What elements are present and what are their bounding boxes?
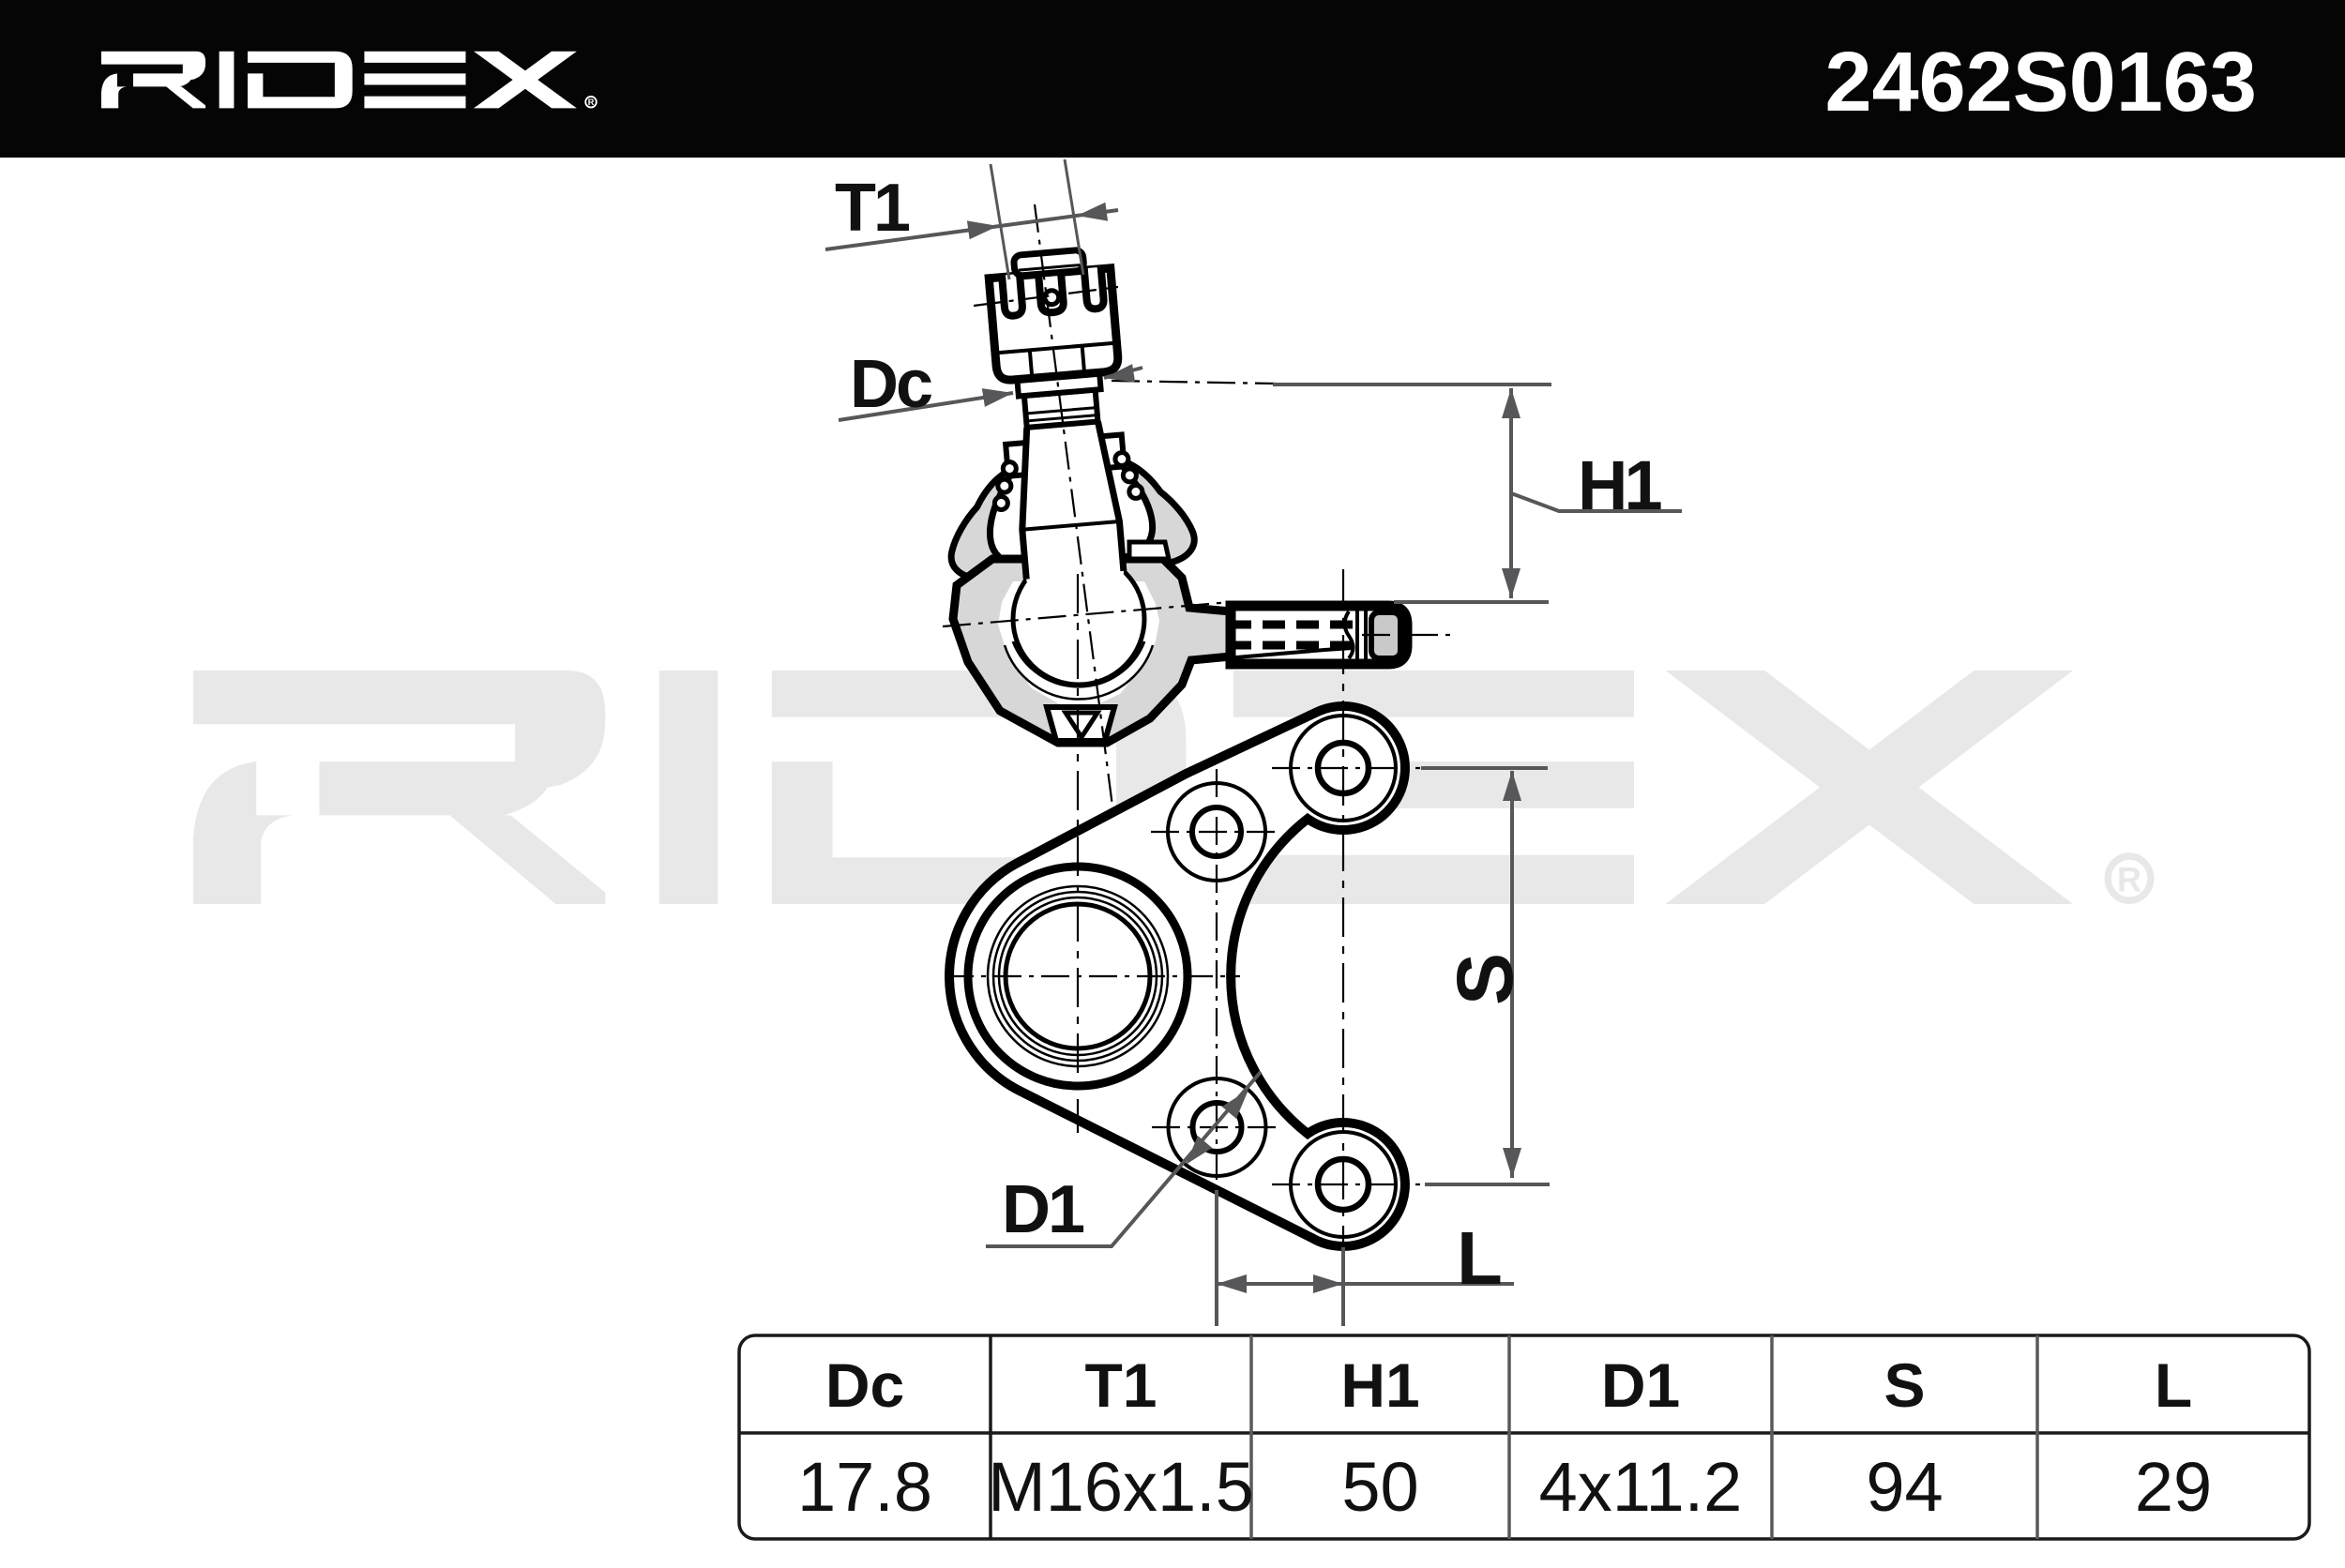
svg-text:29: 29 bbox=[2135, 1448, 2212, 1526]
svg-text:D1: D1 bbox=[1002, 1172, 1084, 1247]
svg-text:2462S0163: 2462S0163 bbox=[1825, 36, 2257, 129]
svg-text:94: 94 bbox=[1866, 1448, 1943, 1526]
svg-text:S: S bbox=[1441, 953, 1529, 1005]
svg-text:L: L bbox=[1457, 1216, 1503, 1300]
svg-text:T1: T1 bbox=[835, 171, 910, 246]
svg-text:M16x1.5: M16x1.5 bbox=[988, 1448, 1254, 1526]
svg-text:L: L bbox=[2155, 1350, 2192, 1420]
svg-text:H1: H1 bbox=[1578, 446, 1661, 524]
svg-text:S: S bbox=[1884, 1350, 1925, 1420]
svg-text:4x11.2: 4x11.2 bbox=[1539, 1448, 1743, 1526]
svg-text:D1: D1 bbox=[1601, 1350, 1680, 1420]
svg-text:R: R bbox=[588, 98, 595, 107]
svg-text:T1: T1 bbox=[1084, 1350, 1157, 1420]
svg-text:Dc: Dc bbox=[850, 347, 931, 422]
svg-text:50: 50 bbox=[1341, 1448, 1418, 1526]
svg-text:Dc: Dc bbox=[825, 1350, 904, 1420]
svg-text:17.8: 17.8 bbox=[797, 1448, 932, 1526]
svg-text:H1: H1 bbox=[1340, 1350, 1419, 1420]
svg-text:R: R bbox=[2117, 860, 2141, 899]
